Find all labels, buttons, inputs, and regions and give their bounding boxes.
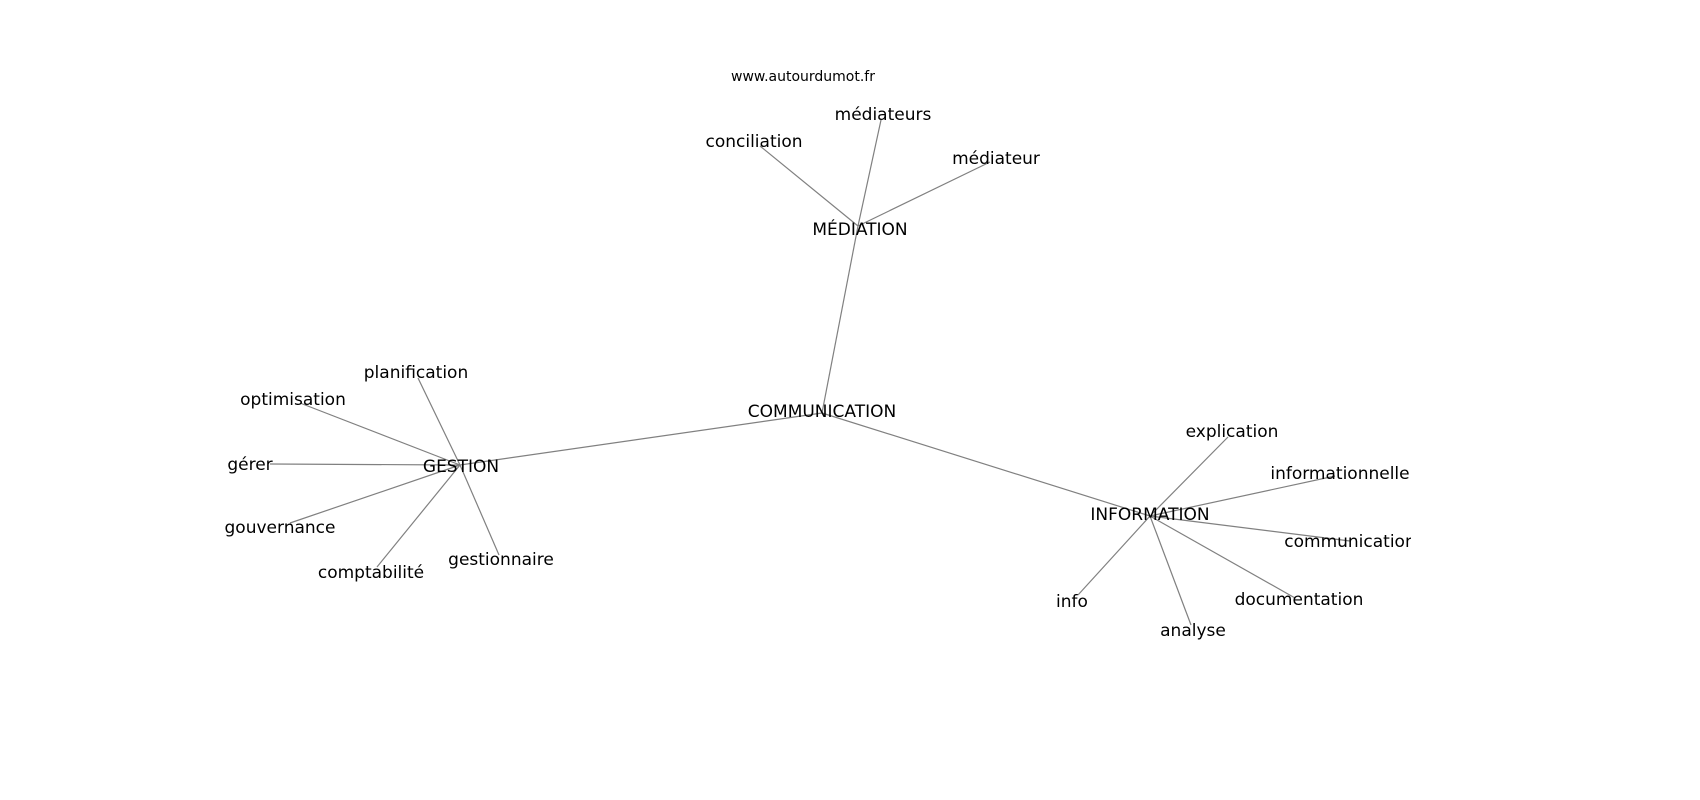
edge-gestion-gestionnaire [459, 464, 500, 556]
node-analyse[interactable]: analyse [1160, 621, 1226, 641]
node-comptabilite[interactable]: comptabilité [318, 563, 424, 583]
edge-gestion-comptabilite [376, 464, 461, 568]
node-mediateur[interactable]: médiateur [952, 149, 1040, 169]
edge-gestion-gouvernance [289, 464, 461, 524]
edge-gestion-optimisation [299, 402, 461, 466]
edge-information-info [1077, 515, 1151, 596]
edge-gestion-gerer [269, 463, 461, 466]
edge-information-analyse [1149, 515, 1192, 626]
node-gouvernance[interactable]: gouvernance [225, 518, 336, 538]
edge-mediation-conciliation [759, 145, 859, 227]
node-gestion[interactable]: GESTION [423, 457, 499, 477]
node-explication[interactable]: explication [1186, 422, 1279, 442]
edge-information-documentation [1149, 515, 1296, 599]
edge-communication_hub-information [821, 412, 1151, 517]
node-gerer[interactable]: gérer [227, 455, 272, 475]
node-optimisation[interactable]: optimisation [240, 390, 346, 410]
edge-communication_hub-mediation [821, 225, 859, 414]
node-mediation[interactable]: MÉDIATION [812, 218, 907, 240]
edge-information-informationnelle [1149, 475, 1336, 517]
node-informationnelle[interactable]: informationnelle [1270, 464, 1409, 484]
node-communication-hub[interactable]: COMMUNICATION [748, 402, 896, 422]
edge-mediation-mediateurs [857, 119, 882, 227]
node-info[interactable]: info [1056, 592, 1088, 612]
edge-information-explication [1149, 436, 1229, 517]
edge-mediation-mediateur [857, 161, 991, 227]
node-gestionnaire[interactable]: gestionnaire [448, 550, 554, 570]
edge-information-communication_leaf [1149, 515, 1351, 542]
node-planification[interactable]: planification [364, 363, 468, 383]
source-label: www.autourdumot.fr [731, 69, 875, 85]
node-information[interactable]: INFORMATION [1090, 505, 1209, 525]
edge-gestion-planification [417, 377, 461, 466]
node-documentation[interactable]: documentation [1235, 590, 1364, 610]
node-communication-leaf[interactable]: communication [1284, 532, 1415, 552]
edge-communication_hub-gestion [459, 412, 823, 466]
node-mediateurs[interactable]: médiateurs [835, 105, 932, 125]
node-conciliation[interactable]: conciliation [705, 132, 802, 152]
